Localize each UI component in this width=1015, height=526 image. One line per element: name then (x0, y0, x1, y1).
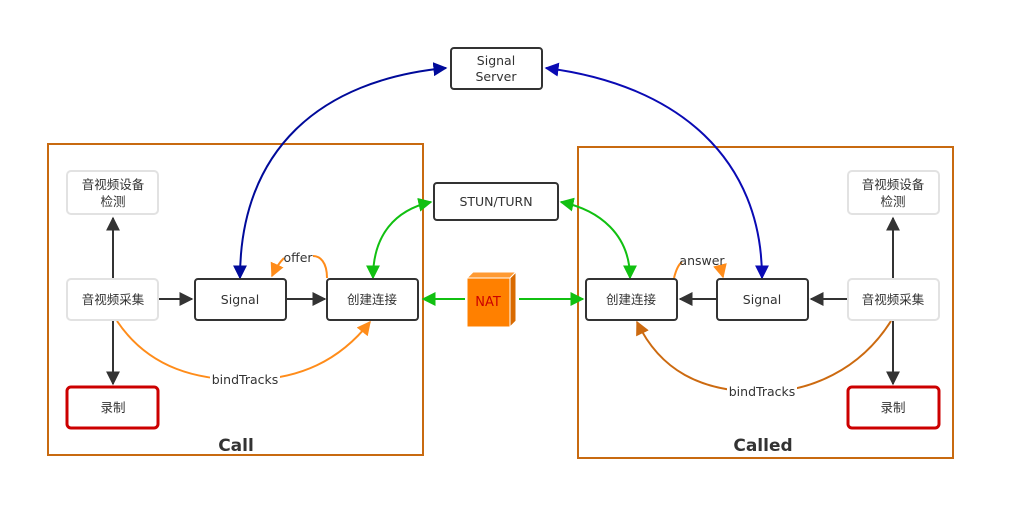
offer-link-tail (312, 255, 328, 279)
call-capture-label: 音视频采集 (82, 292, 145, 307)
call-group-title: Call (218, 436, 254, 456)
call-connect-to-stun-link (366, 197, 433, 280)
called-device-check-node[interactable]: 音视频设备 检测 (847, 170, 940, 215)
signal-server-label-line-1: Signal (477, 53, 515, 68)
called-record-label: 录制 (880, 400, 905, 415)
call-signal-node[interactable]: Signal (194, 278, 287, 321)
signal-server-label-line-2: Server (476, 69, 518, 84)
nat-label: NAT (475, 295, 501, 310)
call-device-check-node[interactable]: 音视频设备 检测 (66, 170, 159, 215)
called-signal-node[interactable]: Signal (716, 278, 809, 321)
called-bindtracks-link (636, 320, 892, 394)
called-connect-node[interactable]: 创建连接 (585, 278, 678, 321)
signal-server-node[interactable]: Signal Server (450, 47, 543, 90)
stun-turn-label: STUN/TURN (459, 194, 532, 209)
call-bindtracks-label: bindTracks (212, 372, 279, 387)
call-signal-to-server-link (233, 62, 448, 280)
called-connect-label: 创建连接 (606, 292, 657, 307)
offer-link-head (270, 257, 285, 278)
answer-link-head (713, 263, 727, 279)
stun-turn-node[interactable]: STUN/TURN (433, 182, 559, 221)
answer-label: answer (679, 253, 725, 268)
call-bindtracks-label-bg (210, 372, 280, 388)
call-signal-label: Signal (221, 292, 259, 307)
called-device-check-label-line-1: 音视频设备 (862, 177, 925, 192)
called-connect-to-stun-link (559, 197, 637, 280)
nat-node[interactable]: NAT (465, 270, 518, 329)
called-signal-to-server-link (544, 62, 769, 280)
called-bindtracks-label: bindTracks (729, 384, 796, 399)
call-record-node[interactable]: 录制 (65, 385, 160, 430)
call-device-check-label-line-1: 音视频设备 (82, 177, 145, 192)
called-device-check-label-line-2: 检测 (880, 194, 905, 209)
called-bindtracks-label-bg (727, 384, 797, 400)
called-capture-node[interactable]: 音视频采集 (847, 278, 940, 321)
answer-link-tail (673, 261, 683, 279)
call-connect-node[interactable]: 创建连接 (326, 278, 419, 321)
offer-label: offer (283, 250, 313, 265)
called-group-title: Called (733, 436, 792, 456)
call-capture-node[interactable]: 音视频采集 (66, 278, 159, 321)
called-capture-label: 音视频采集 (862, 292, 925, 307)
called-record-node[interactable]: 录制 (846, 385, 941, 430)
call-device-check-label-line-2: 检测 (100, 194, 125, 209)
call-record-label: 录制 (100, 400, 125, 415)
called-signal-label: Signal (743, 292, 781, 307)
call-connect-label: 创建连接 (347, 292, 398, 307)
